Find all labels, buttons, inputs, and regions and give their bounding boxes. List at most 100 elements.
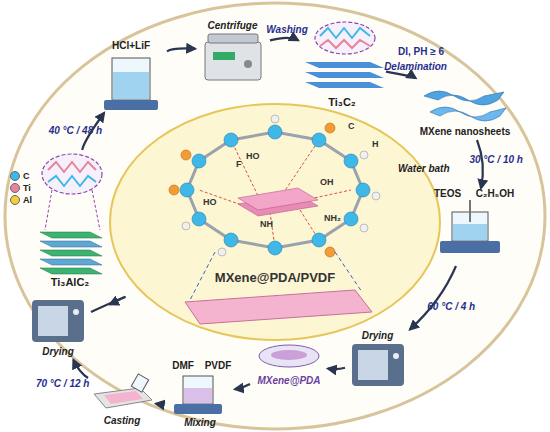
mixer-node: PVDFDMF Mixing [165, 358, 235, 430]
cast-film [104, 391, 143, 404]
liquid [453, 224, 487, 240]
oven-left-illustration [32, 300, 84, 342]
outer-ring [5, 3, 545, 429]
atom-label: HO [246, 150, 260, 162]
stirrer-illustration [440, 200, 500, 253]
atom [180, 183, 194, 197]
node-text: MXene@PDA [250, 375, 328, 387]
atom-label: H [372, 138, 379, 150]
oven-window [358, 350, 388, 380]
atom [356, 183, 370, 197]
node-text: DMF [165, 360, 201, 372]
composite-film [185, 290, 372, 324]
centrifuge-illustration [205, 34, 261, 80]
crystal-node: Ti₃C₂ [298, 18, 386, 110]
ti3c2-illustration [305, 22, 384, 88]
display [213, 52, 235, 60]
oven-node: Drying [345, 328, 410, 390]
process-arrow [477, 140, 483, 188]
polymer-chain [187, 132, 363, 248]
stir-plate [440, 241, 500, 253]
atom-chain [48, 176, 96, 186]
legend-row: Al [10, 194, 32, 205]
nanosheets-illustration [424, 91, 506, 121]
oven [352, 344, 404, 386]
edge-label: Delamination [384, 61, 447, 73]
atom-label: NH₂ [324, 212, 341, 224]
pour-beaker [131, 374, 148, 392]
sample [271, 350, 307, 360]
atom [360, 224, 368, 232]
node-text: MXene nanosheets [415, 126, 515, 138]
beaker-node: HCl+LiF [95, 38, 167, 113]
process-arrow [91, 297, 125, 312]
node-text: C₂H₅OH [470, 188, 520, 200]
atom-label: OH [320, 176, 334, 188]
liquid [184, 388, 212, 403]
node-text: HCl+LiF [95, 40, 167, 52]
oven-right-illustration [352, 344, 404, 386]
legend-swatch [10, 183, 20, 193]
atom [268, 241, 282, 255]
node-text: Drying [25, 346, 91, 358]
node-text: TEOS [425, 188, 470, 200]
atom [344, 212, 358, 226]
node-text: Mixing [165, 417, 235, 429]
legend-text: C [23, 171, 30, 181]
node-text: PVDF [201, 360, 235, 372]
layer [40, 268, 102, 274]
knob [393, 353, 399, 359]
inner-ellipse [110, 104, 440, 340]
layer [40, 241, 102, 247]
layer [40, 250, 102, 256]
oven-node: Drying [25, 294, 91, 360]
layer [305, 82, 384, 88]
atom-label: HO [203, 196, 217, 208]
process-arrow [386, 72, 416, 78]
molecule [169, 115, 380, 324]
dish-illustration [259, 345, 319, 367]
zoom-lens [315, 22, 375, 54]
atom-chain [320, 40, 370, 48]
lid [208, 34, 258, 43]
casting-illustration [94, 374, 152, 408]
stir-plate [104, 100, 158, 110]
nanosheet-node: MXene nanosheets [415, 78, 515, 140]
edge-label: 70 °C / 12 h [36, 378, 89, 390]
legend-swatch [10, 195, 20, 205]
zoom-line [45, 190, 52, 230]
atom [192, 212, 206, 226]
atom [268, 125, 282, 139]
oven-window [38, 306, 68, 336]
atom [224, 133, 238, 147]
atom-chain [320, 28, 370, 38]
atom [372, 192, 380, 200]
atom [169, 185, 179, 195]
atom [181, 150, 191, 160]
atom [325, 123, 335, 133]
atom [312, 133, 326, 147]
process-arrow [410, 266, 456, 329]
process-arrow [82, 113, 104, 150]
legend-text: Ti [23, 183, 31, 193]
zoom-lens [42, 154, 102, 194]
process-arrow [156, 402, 165, 404]
edge-label: 60 °C / 4 h [427, 301, 475, 313]
stir-plate [174, 404, 222, 414]
node-text: Drying [345, 330, 410, 342]
atom [224, 233, 238, 247]
casting-node: Casting [88, 372, 156, 428]
step-label: Water bath [398, 163, 450, 175]
condition-label: DI, PH ≥ 6 [398, 46, 444, 58]
casting-plate [94, 388, 152, 408]
mixer-illustration [174, 376, 222, 414]
legend-text: Al [23, 195, 32, 205]
atom [360, 151, 368, 159]
atom [271, 115, 279, 123]
zoom-line [92, 190, 100, 230]
bond [231, 140, 260, 200]
knob [244, 60, 252, 68]
knob [73, 309, 79, 315]
node-text: Casting [88, 415, 156, 427]
